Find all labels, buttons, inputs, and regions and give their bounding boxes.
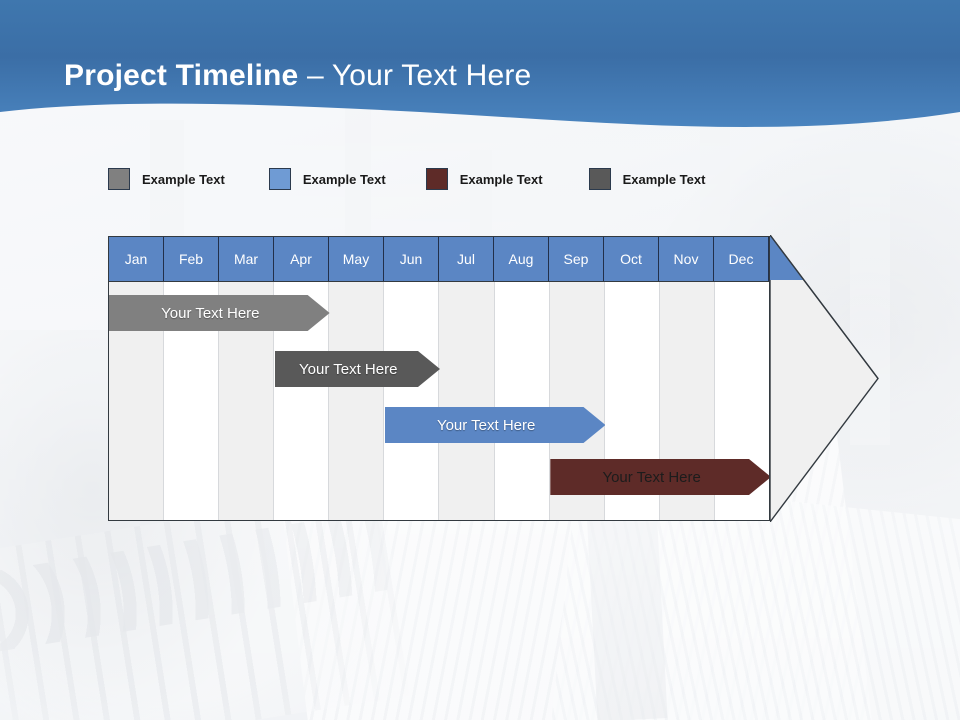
timeline-column-jan xyxy=(109,237,165,520)
page-title-strong: Project Timeline xyxy=(64,59,299,92)
month-header-dec[interactable]: Dec xyxy=(714,237,769,281)
legend-label-3: Example Text xyxy=(459,171,543,187)
month-header-jun[interactable]: Jun xyxy=(384,237,439,281)
page-title: Project Timeline – Your Text Here xyxy=(64,59,531,93)
timeline-task-bar-2[interactable]: Your Text Here xyxy=(275,351,441,387)
title-banner xyxy=(0,0,960,140)
legend-label-2: Example Text xyxy=(302,171,386,187)
legend-item-1[interactable]: Example Text xyxy=(108,168,225,190)
timeline-column-feb xyxy=(164,237,220,520)
month-header-aug[interactable]: Aug xyxy=(494,237,549,281)
legend-label-4: Example Text xyxy=(622,171,706,187)
timeline-task-label-2: Your Text Here xyxy=(299,360,398,378)
month-header-may[interactable]: May xyxy=(329,237,384,281)
timeline-arrow-head xyxy=(770,235,880,522)
legend-label-1: Example Text xyxy=(142,171,225,187)
month-header-jan[interactable]: Jan xyxy=(109,237,164,281)
timeline-column-mar xyxy=(219,237,275,520)
month-header-oct[interactable]: Oct xyxy=(604,237,659,281)
legend-item-3[interactable]: Example Text xyxy=(425,168,543,190)
timeline-task-label-1: Your Text Here xyxy=(161,304,260,322)
legend-swatch-1 xyxy=(108,168,130,190)
month-header-apr[interactable]: Apr xyxy=(274,237,329,281)
month-header-nov[interactable]: Nov xyxy=(659,237,714,281)
month-header-feb[interactable]: Feb xyxy=(164,237,219,281)
legend: Example Text Example Text Example Text Exam… xyxy=(108,168,705,190)
legend-swatch-2 xyxy=(268,168,291,190)
timeline-column-jul xyxy=(439,237,495,520)
legend-swatch-4 xyxy=(588,168,611,190)
month-header-jul[interactable]: Jul xyxy=(439,237,494,281)
timeline-columns xyxy=(109,237,769,520)
month-header-mar[interactable]: Mar xyxy=(219,237,274,281)
timeline-task-bar-1[interactable]: Your Text Here xyxy=(109,295,330,331)
page-title-rest: – Your Text Here xyxy=(298,59,532,92)
timeline-task-bar-4[interactable]: Your Text Here xyxy=(550,459,770,495)
legend-item-4[interactable]: Example Text xyxy=(588,168,706,190)
timeline-task-label-3: Your Text Here xyxy=(436,416,536,434)
timeline-column-aug xyxy=(494,237,550,520)
legend-swatch-3 xyxy=(425,168,448,190)
timeline-task-bar-3[interactable]: Your Text Here xyxy=(385,407,606,443)
month-header-sep[interactable]: Sep xyxy=(549,237,604,281)
timeline-task-label-4: Your Text Here xyxy=(602,468,701,486)
legend-item-2[interactable]: Example Text xyxy=(268,168,386,190)
